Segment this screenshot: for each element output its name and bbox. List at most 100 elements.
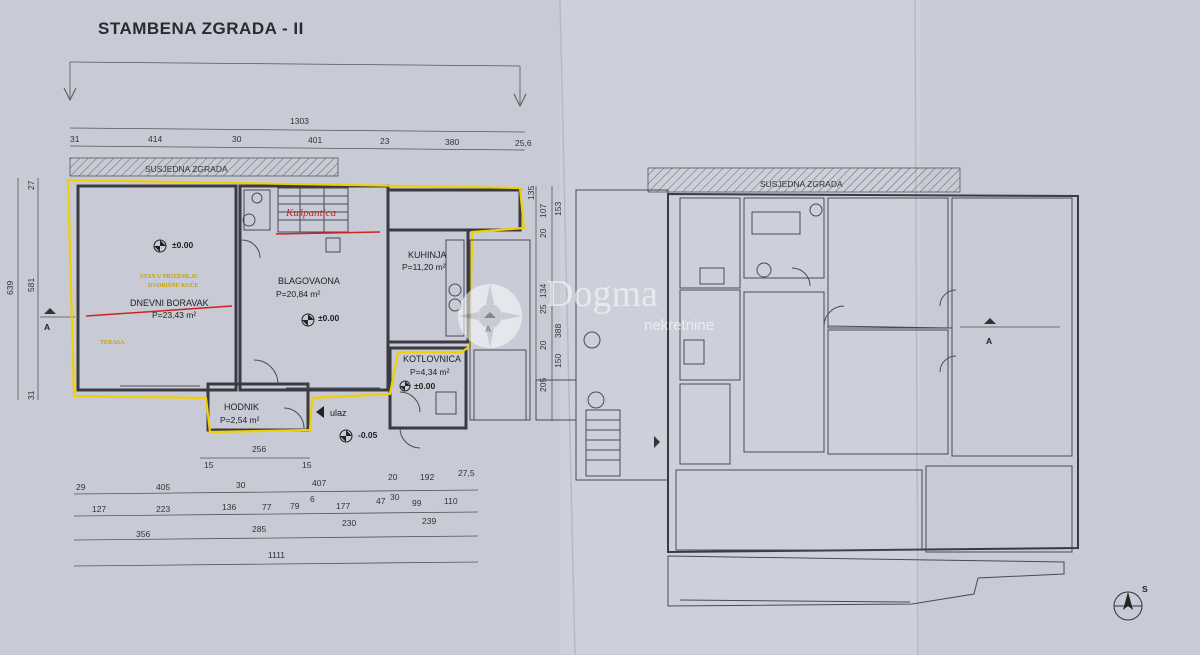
dim-row2-4: 79 (290, 501, 300, 511)
dim-mid-4: 134 (538, 284, 548, 298)
room-blagovaona: BLAGOVAONA P=20,84 m² ±0.00 (276, 276, 340, 327)
level-kotlovnica: ±0.00 (414, 381, 435, 391)
dim-top-6: 25,6 (515, 138, 532, 148)
dim-top-3: 401 (308, 135, 322, 145)
dim-row3-0: 356 (136, 529, 150, 539)
dim-row3-1: 285 (252, 524, 266, 534)
dim-row4: 1111 (268, 550, 285, 560)
room-name-hodnik: HODNIK (224, 402, 259, 412)
north-arrow-icon (1123, 592, 1133, 610)
dim-row2-1: 223 (156, 504, 170, 514)
dim-row1-6: 27,5 (458, 468, 475, 478)
neighbor-label-left: SUSJEDNA ZGRADA (145, 164, 228, 174)
dim-row1-3: 407 (312, 478, 326, 488)
dim-bottom-small-1: 256 (252, 444, 266, 454)
dim-top-total: 1303 (290, 116, 309, 126)
red-mark-line-2 (275, 231, 381, 235)
dim-mid-0: 135 (526, 186, 536, 200)
entrance-level: -0.05 (358, 430, 378, 440)
dim-left-bottom: 31 (26, 390, 36, 400)
room-dnevni-boravak: ±0.00 STAN U PRIZEMLJU DVORIŠNE KUĆE DNE… (100, 239, 209, 346)
dim-mid-3: 153 (553, 202, 563, 216)
watermark-sub: nekretnine (644, 317, 714, 334)
north-marker-label: S (1142, 584, 1148, 594)
dim-row1-4: 20 (388, 472, 398, 482)
dim-row3-2: 230 (342, 518, 356, 528)
room-kotlovnica: KOTLOVNICA P=4,34 m² ±0.00 (399, 354, 461, 392)
dim-top-2: 30 (232, 134, 242, 144)
dim-row2-8: 30 (390, 492, 400, 502)
room-area-blagovaona: P=20,84 m² (276, 289, 320, 299)
room-name-blagovaona: BLAGOVAONA (278, 276, 340, 286)
section-line-top (63, 61, 527, 108)
drawing-title: STAMBENA ZGRADA - II (98, 19, 304, 38)
dim-row1-2: 30 (236, 480, 246, 490)
dim-top-5: 380 (445, 137, 459, 147)
watermark-brand: Dogma (546, 273, 658, 315)
dim-row2-9: 99 (412, 498, 422, 508)
section-label-right: A (986, 336, 992, 346)
section-marker-right: A (960, 318, 1060, 346)
dim-left-top: 27 (26, 180, 36, 190)
room-name-kuhinja: KUHINJA (408, 250, 447, 260)
dim-left-total: 639 (5, 281, 15, 295)
dim-row2-7: 47 (376, 496, 386, 506)
dim-mid-1: 107 (538, 204, 548, 218)
level-blagovaona: ±0.00 (318, 313, 339, 323)
room-kuhinja: KUHINJA P=11,20 m² (402, 250, 447, 272)
red-mark-line-1 (85, 305, 233, 317)
dim-row2-10: 110 (444, 496, 458, 506)
dim-row2-0: 127 (92, 504, 106, 514)
middle-stairs (585, 409, 621, 477)
dim-left-inner: 581 (26, 278, 36, 292)
neighbor-building-left: SUSJEDNA ZGRADA (69, 157, 339, 177)
north-marker: S (1113, 584, 1148, 621)
dim-mid-6: 20 (538, 340, 548, 350)
dim-row2-3: 77 (262, 502, 272, 512)
dim-row1-0: 29 (76, 482, 86, 492)
dim-top-1: 414 (148, 134, 162, 144)
entrance-arrow-icon (316, 406, 324, 418)
section-marker-left: A (40, 308, 75, 332)
level-dnevni: ±0.00 (172, 240, 193, 250)
room-hodnik: HODNIK P=2,54 m² (220, 402, 260, 425)
dim-top-4: 23 (380, 136, 390, 146)
left-dimensions: 639 581 27 31 (5, 178, 39, 400)
mid-dimensions: 135 107 20 153 134 25 20 388 150 205 (526, 186, 563, 420)
anno-stan-line1: STAN U PRIZEMLJU (140, 274, 199, 280)
room-area-dnevni: P=23,43 m² (152, 310, 196, 320)
dim-row1-5: 192 (420, 472, 434, 482)
room-area-kotlovnica: P=4,34 m² (410, 367, 450, 377)
watermark: Dogma nekretnine (458, 273, 714, 348)
stairs (277, 187, 349, 233)
dim-mid-8: 150 (553, 354, 563, 368)
right-building (667, 192, 1079, 607)
dim-mid-7: 388 (553, 324, 563, 338)
red-note: Kušpantica (285, 207, 337, 219)
dim-row3-3: 239 (422, 516, 436, 526)
anno-terasa: TERASA (100, 340, 125, 346)
entrance-label: ulaz (330, 408, 347, 418)
dim-bottom-small-2: 15 (302, 460, 312, 470)
dim-bottom-small-0: 15 (204, 460, 214, 470)
dim-mid-9: 205 (538, 378, 548, 392)
anno-stan-line2: DVORIŠNE KUĆE (148, 281, 198, 289)
dim-mid-2: 20 (538, 228, 548, 238)
dim-row1-1: 405 (156, 482, 170, 492)
dim-row2-6: 177 (336, 501, 350, 511)
top-dimensions: 1303 31 414 30 401 23 380 25,6 (69, 116, 532, 151)
neighbor-building-right: SUSJEDNA ZGRADA (647, 167, 961, 193)
room-name-kotlovnica: KOTLOVNICA (403, 354, 461, 364)
dim-mid-5: 25 (538, 304, 548, 314)
watermark-logo-icon (458, 284, 522, 348)
paper-fold-line (559, 0, 576, 655)
section-label-left: A (44, 322, 50, 332)
room-name-dnevni: DNEVNI BORAVAK (130, 298, 209, 308)
neighbor-label-right: SUSJEDNA ZGRADA (760, 179, 843, 189)
room-area-hodnik: P=2,54 m² (220, 415, 260, 425)
dim-top-0: 31 (70, 134, 80, 144)
dim-row2-5: 6 (310, 494, 315, 504)
bottom-dimensions: 15 256 15 29 405 30 407 20 192 27,5 127 … (73, 444, 479, 567)
dim-row2-2: 136 (222, 502, 236, 512)
apartment-outline-highlight (66, 178, 526, 434)
